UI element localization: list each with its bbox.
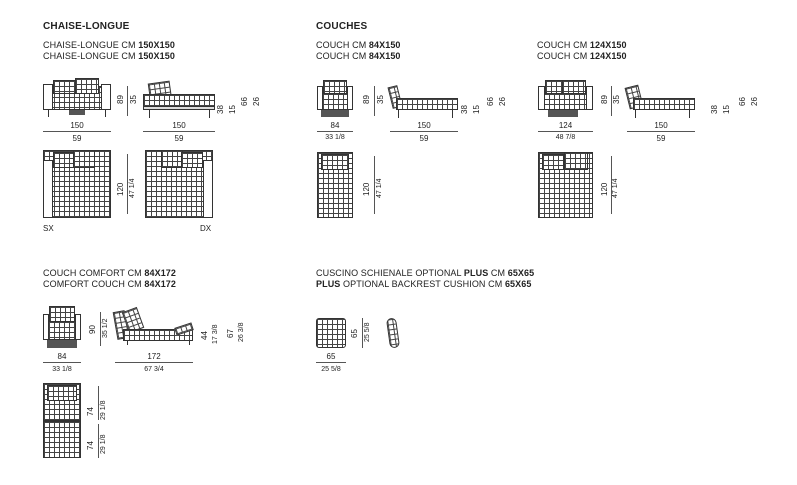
couch-a-seat-in: 15 (472, 105, 481, 114)
couch-b-front-view (538, 80, 593, 118)
chaise-seat-in: 15 (228, 105, 237, 114)
chaise-plan-left (43, 150, 111, 218)
couch-a-caption-1: COUCH CM 84X150 (316, 40, 401, 50)
chaise-plan-depth-in: 47 1/4 (129, 178, 136, 198)
couch-b-side-view (624, 84, 695, 118)
cushion-side-view (385, 317, 401, 349)
couch-b-side-width-cm: 150 (654, 121, 668, 130)
cushion-width-in: 25 5/8 (321, 366, 341, 373)
chaise-side-width-cm: 150 (172, 121, 186, 130)
couch-a-front-width-cm: 84 (330, 121, 340, 130)
couch-b-seat-cm: 38 (710, 105, 719, 114)
couch-a-arm-in: 26 (498, 97, 507, 106)
couch-b-arm-cm: 66 (738, 97, 747, 106)
couch-a-seat-cm: 38 (460, 105, 469, 114)
couch-a-front-view (317, 80, 353, 118)
cushion-height-in: 25 5/8 (364, 322, 371, 342)
couch-a-side-width-in: 59 (419, 134, 429, 143)
couch-a-side-view (387, 84, 458, 118)
comfort-front-width-cm: 84 (57, 352, 67, 361)
couch-a-arm-cm: 66 (486, 97, 495, 106)
chaise-front-width-cm: 150 (70, 121, 84, 130)
couch-b-height-in: 35 (612, 95, 621, 104)
couch-a-caption-2: COUCH CM 84X150 (316, 51, 401, 61)
comfort-side-view (112, 305, 194, 345)
couch-b-plan-depth-cm: 120 (600, 182, 609, 196)
comfort-caption-2: COMFORT COUCH CM 84X172 (43, 279, 177, 289)
chaise-arm-in: 26 (252, 97, 261, 106)
couch-a-height-in: 35 (376, 95, 385, 104)
chaise-plan-depth-cm: 120 (116, 182, 125, 196)
cushion-caption-2: PLUS OPTIONAL BACKREST CUSHION CM 65X65 (316, 279, 532, 289)
couch-b-caption-2: COUCH CM 124X150 (537, 51, 627, 61)
comfort-height-cm: 90 (88, 325, 97, 334)
couch-a-plan-depth-cm: 120 (362, 182, 371, 196)
couch-a-plan-view (317, 152, 353, 218)
couch-b-front-width-in: 48 7/8 (555, 134, 576, 141)
couch-b-seat-in: 15 (722, 105, 731, 114)
cushion-height-cm: 65 (350, 329, 359, 338)
comfort-height-in: 35 1/2 (102, 318, 109, 338)
couch-b-front-width-cm: 124 (558, 121, 573, 130)
comfort-caption-1: COUCH COMFORT CM 84X172 (43, 268, 177, 278)
comfort-front-view (43, 306, 81, 348)
chaise-arm-cm: 66 (240, 97, 249, 106)
comfort-plan-view (43, 383, 81, 458)
couch-a-front-width-in: 33 1/8 (325, 134, 345, 141)
chaise-height-cm: 89 (116, 95, 125, 104)
chaise-front-view (43, 78, 111, 118)
couch-b-arm-in: 26 (750, 97, 759, 106)
comfort-side-width-cm: 172 (147, 352, 161, 361)
chaise-side-width-in: 59 (174, 134, 184, 143)
comfort-front-width-in: 33 1/8 (52, 366, 72, 373)
comfort-plan-depth1-in: 29 1/8 (100, 400, 107, 420)
comfort-side-width-in: 67 3/4 (144, 366, 164, 373)
couch-b-side-width-in: 59 (656, 134, 666, 143)
couch-a-plan-depth-in: 47 1/4 (376, 178, 383, 198)
chaise-caption-1: CHAISE-LONGUE CM 150X150 (43, 40, 175, 50)
couch-b-caption-1: COUCH CM 124X150 (537, 40, 627, 50)
chaise-caption-2: CHAISE-LONGUE CM 150X150 (43, 51, 175, 61)
comfort-arm-cm: 67 (226, 329, 235, 338)
chaise-right-label: DX (200, 224, 212, 233)
comfort-plan-depth1-cm: 74 (86, 407, 95, 416)
chaise-section-title: CHAISE-LONGUE (43, 21, 130, 32)
chaise-front-width-in: 59 (72, 134, 82, 143)
couch-b-plan-view (538, 152, 593, 218)
couch-b-plan-depth-in: 47 1/4 (612, 178, 619, 198)
cushion-caption-1: CUSCINO SCHIENALE OPTIONAL PLUS CM 65X65 (316, 268, 535, 278)
chaise-plan-right (145, 150, 213, 218)
cushion-width-cm: 65 (326, 352, 336, 361)
chaise-left-label: SX (43, 224, 54, 233)
comfort-arm-in: 26 3/8 (238, 322, 245, 342)
couches-section-title: COUCHES (316, 21, 368, 32)
comfort-seat-in: 17 3/8 (212, 324, 219, 344)
comfort-plan-depth2-cm: 74 (86, 441, 95, 450)
chaise-seat-cm: 38 (216, 105, 225, 114)
chaise-height-in: 35 (129, 95, 138, 104)
comfort-seat-cm: 44 (200, 331, 209, 340)
comfort-plan-depth2-in: 29 1/8 (100, 434, 107, 454)
couch-b-height-cm: 89 (600, 95, 609, 104)
couch-a-height-cm: 89 (362, 95, 371, 104)
cushion-front-view (316, 318, 346, 348)
chaise-side-view (143, 80, 215, 118)
couch-a-side-width-cm: 150 (417, 121, 431, 130)
